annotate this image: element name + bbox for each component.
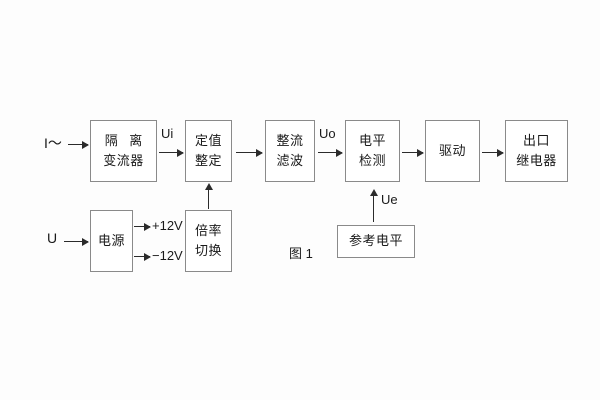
power-rail-positive-label: +12V bbox=[152, 218, 183, 233]
block-isolation-transformer-line-1: 隔 离 bbox=[104, 132, 147, 148]
block-output-relay-line-1: 出口 bbox=[522, 132, 550, 148]
block-multiplier-switch-line-1: 倍率 bbox=[194, 222, 222, 238]
arrow-multiplier-to-setting bbox=[204, 183, 213, 209]
block-drive-line-1: 驱动 bbox=[438, 142, 466, 158]
block-rectify-filter-line-1: 整流 bbox=[276, 132, 304, 148]
arrow-isolation-to-setting bbox=[159, 148, 184, 157]
power-rail-negative-label: −12V bbox=[152, 248, 183, 263]
block-output-relay-line-2: 继电器 bbox=[516, 153, 557, 168]
block-output-relay: 出口 继电器 bbox=[505, 120, 568, 182]
arrow-drive-to-output-relay bbox=[482, 148, 504, 157]
arrow-level-detection-to-drive bbox=[402, 148, 424, 157]
signal-label-ui: Ui bbox=[161, 126, 174, 141]
block-multiplier-switch: 倍率 切换 bbox=[185, 210, 232, 272]
arrow-current-to-isolation bbox=[68, 140, 89, 149]
arrow-reference-to-level-detection bbox=[369, 189, 378, 222]
arrow-rectify-to-level-detection bbox=[318, 148, 343, 157]
block-isolation-transformer-line-2: 变流器 bbox=[103, 153, 144, 168]
block-multiplier-switch-line-2: 切换 bbox=[194, 243, 222, 258]
block-setting-value-line-1: 定值 bbox=[194, 132, 222, 148]
block-rectify-filter: 整流 滤波 bbox=[265, 120, 315, 182]
block-drive: 驱动 bbox=[425, 120, 480, 182]
arrow-voltage-to-power-supply bbox=[64, 237, 89, 246]
block-level-detection-line-2: 检测 bbox=[358, 153, 386, 168]
signal-label-ue: Ue bbox=[381, 192, 398, 207]
input-label-current: I～ bbox=[44, 135, 62, 151]
block-level-detection-line-1: 电平 bbox=[358, 132, 386, 148]
figure-caption: 图 1 bbox=[289, 246, 313, 261]
signal-label-uo: Uo bbox=[319, 126, 336, 141]
block-rectify-filter-line-2: 滤波 bbox=[276, 153, 304, 168]
arrow-power-rail-negative bbox=[134, 252, 151, 261]
block-level-detection: 电平 检测 bbox=[345, 120, 400, 182]
block-power-supply: 电源 bbox=[90, 210, 133, 272]
block-setting-value-line-2: 整定 bbox=[194, 153, 222, 168]
block-reference-level-line-1: 参考电平 bbox=[348, 233, 403, 249]
arrow-power-rail-positive bbox=[134, 222, 151, 231]
block-power-supply-line-1: 电源 bbox=[97, 232, 125, 248]
input-label-voltage: U bbox=[47, 230, 58, 246]
arrow-setting-to-rectify bbox=[236, 148, 263, 157]
block-reference-level: 参考电平 bbox=[337, 225, 415, 258]
block-setting-value: 定值 整定 bbox=[185, 120, 232, 182]
block-isolation-transformer: 隔 离 变流器 bbox=[90, 120, 157, 182]
